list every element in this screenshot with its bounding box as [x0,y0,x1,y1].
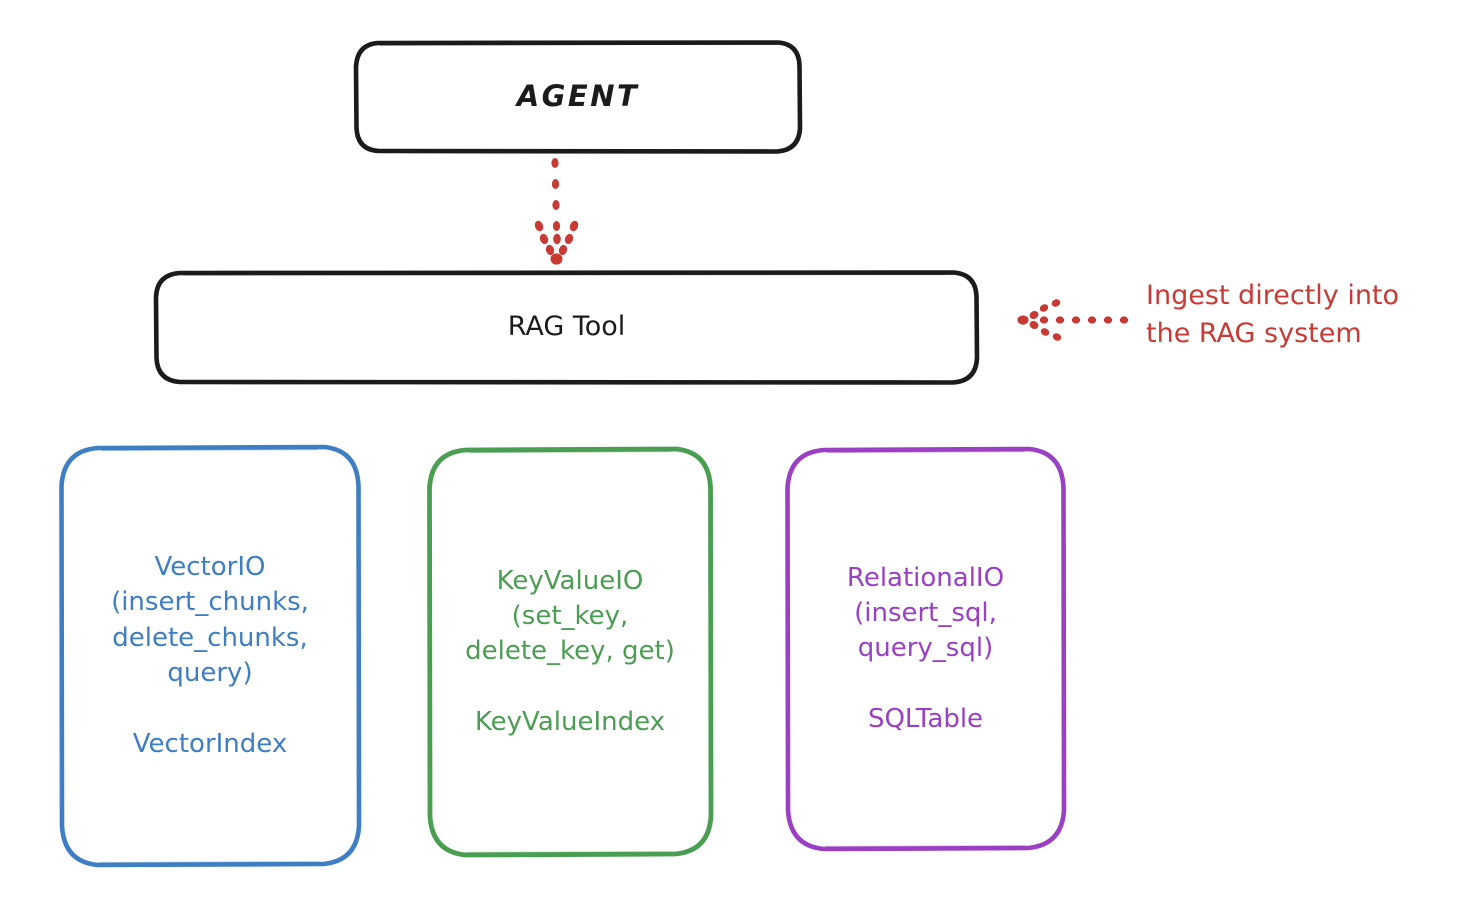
connector-ingest-to-rag-tool [1017,299,1129,341]
node-vector-io[interactable]: VectorIO (insert_chunks, delete_chunks, … [58,444,362,868]
node-vector-io-label: VectorIO (insert_chunks, delete_chunks, … [111,551,309,759]
dotted-line-segments [1055,316,1129,324]
node-relational-io[interactable]: RelationalIO (insert_sql, query_sql) SQL… [784,446,1067,852]
node-rag-tool[interactable]: RAG Tool [153,270,980,385]
node-agent[interactable]: AGENT [353,40,803,154]
node-rag-tool-label: RAG Tool [507,311,626,343]
node-key-value-io-label: KeyValueIO (set_key, delete_key, get) Ke… [465,565,675,738]
node-relational-io-label: RelationalIO (insert_sql, query_sql) SQL… [846,562,1005,735]
connector-agent-to-rag-tool [534,158,579,265]
arrowhead-down-icon [534,220,579,265]
arrowhead-left-icon [1017,299,1062,341]
node-agent-label: AGENT [516,79,640,114]
dotted-line-segments [551,158,561,231]
annotation-ingest-text: Ingest directly into the RAG system [1146,280,1400,350]
node-key-value-io[interactable]: KeyValueIO (set_key, delete_key, get) Ke… [426,446,714,858]
